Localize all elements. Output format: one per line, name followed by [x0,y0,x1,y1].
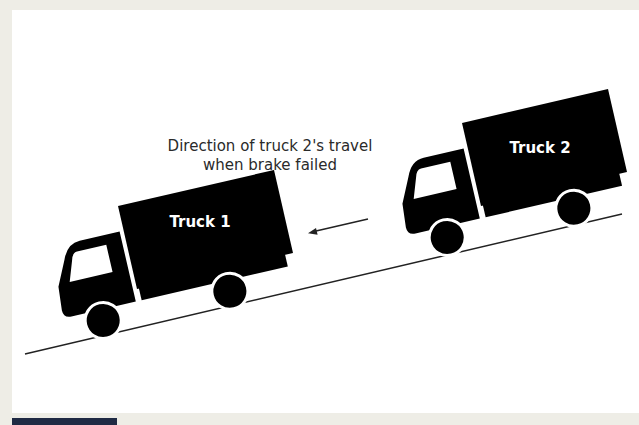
arrow-head [308,228,318,235]
cargo-shape [462,89,627,206]
truck-cargo-box: Truck 2 [462,89,627,206]
truck-label: Truck 2 [509,139,572,157]
direction-arrow [316,219,368,231]
footer-bar [12,418,117,425]
slope-line [25,214,622,354]
cargo-shape [118,170,293,289]
truck-cargo-box: Truck 1 [118,170,293,289]
white-panel [12,10,639,413]
truck-label: Truck 1 [169,213,232,231]
note-box: Direction of truck 2's travel when brake… [150,137,390,175]
direction-note: Direction of truck 2's travel when brake… [150,137,390,175]
